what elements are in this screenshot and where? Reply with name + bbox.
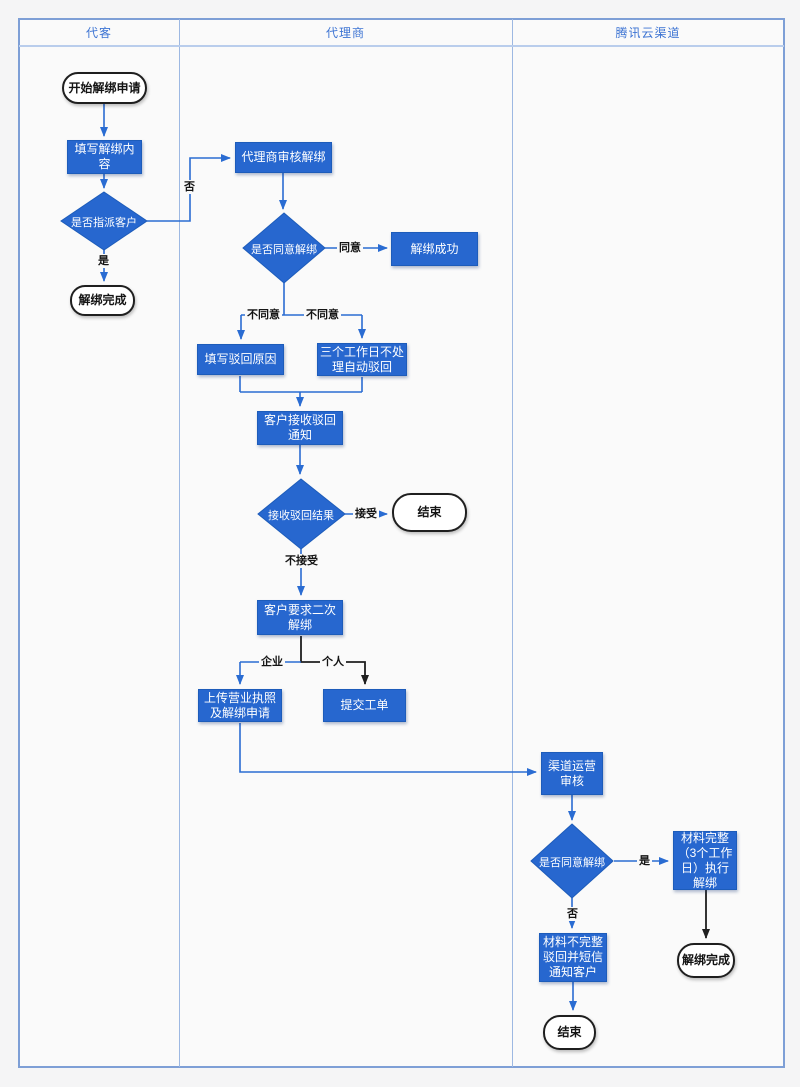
lane-divider-1 [179,19,180,1067]
edge-label-enterprise: 企业 [259,655,285,669]
process-upload-license: 上传营业执照及解绑申请 [198,689,282,722]
process-agent-review: 代理商审核解绑 [235,142,332,173]
terminal-unbind-done-customer: 解绑完成 [70,285,135,316]
process-submit-ticket: 提交工单 [323,689,406,722]
edge-label-personal: 个人 [320,655,346,669]
header-separator [19,45,784,47]
lane-header-agent: 代理商 [179,19,512,45]
edge-label-disagree-right: 不同意 [304,308,341,322]
lane-header-label: 代客 [85,25,112,40]
decision-agree-unbind-agent [242,212,326,284]
decision-reject-result [257,478,346,550]
terminal-unbind-done-channel: 解绑完成 [677,943,735,978]
decision-agree-unbind-channel [530,823,614,899]
decision-assign-customer [60,191,148,251]
edge-label-yes-1: 是 [96,254,111,268]
lane-header-label: 代理商 [325,25,365,40]
diagram-frame [18,18,785,1068]
process-fill-unbind-content: 填写解绑内容 [67,140,142,174]
edge-label-no-1: 否 [182,180,197,194]
process-auto-reject: 三个工作日不处理自动驳回 [317,343,407,376]
edge-label-accept: 接受 [353,507,379,521]
edge-label-no-2: 否 [565,907,580,921]
terminal-end-agent: 结束 [392,493,467,532]
start-node: 开始解绑申请 [62,72,147,104]
process-unbind-success: 解绑成功 [391,232,478,266]
lane-header-label: 腾讯云渠道 [615,25,681,40]
process-material-complete: 材料完整（3个工作日）执行解绑 [673,831,737,890]
edge-label-not-accept: 不接受 [283,554,320,568]
lane-header-customer: 代客 [19,19,179,45]
process-channel-review: 渠道运营审核 [541,752,603,795]
process-receive-reject-notice: 客户接收驳回通知 [257,411,343,445]
process-fill-reject-reason: 填写驳回原因 [197,344,284,375]
edge-label-disagree-left: 不同意 [245,308,282,322]
edge-label-agree: 同意 [337,241,363,255]
process-material-incomplete: 材料不完整驳回并短信通知客户 [539,933,607,982]
lane-divider-2 [512,19,513,1067]
lane-header-tencent-channel: 腾讯云渠道 [512,19,784,45]
process-second-unbind-request: 客户要求二次解绑 [257,600,343,635]
terminal-end-channel: 结束 [543,1015,596,1050]
edge-label-yes-2: 是 [637,854,652,868]
edge-upload-to-channel-review [239,723,537,776]
